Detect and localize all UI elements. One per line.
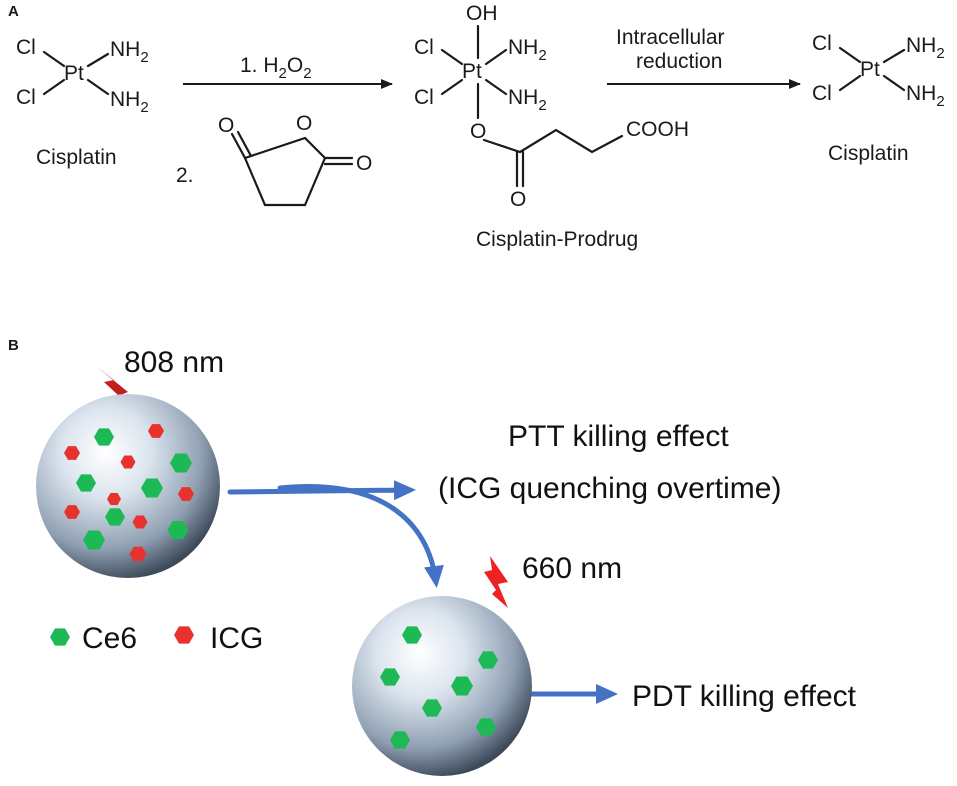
arrow-to-second-particle [277, 484, 444, 588]
cisplatin-product-structure: Cl Cl Pt NH2 NH2 [812, 32, 945, 110]
atom-nh2: NH2 [508, 36, 547, 64]
atom-cl: Cl [16, 36, 36, 59]
atom-pt: Pt [64, 62, 84, 85]
step2-label: 2. [176, 164, 194, 187]
panel-a-label: A [8, 3, 19, 20]
nanoparticle-after [352, 596, 532, 776]
pdt-effect-label: PDT killing effect [632, 680, 857, 713]
step1-label: 1. H2O2 [240, 54, 312, 82]
laser-660-label: 660 nm [522, 552, 622, 585]
nanoparticle-before [36, 394, 220, 578]
atom-pt: Pt [462, 60, 482, 83]
legend-icg-swatch [174, 626, 194, 644]
lightning-808-icon [96, 366, 148, 428]
legend-ce6-label: Ce6 [82, 622, 137, 655]
atom-nh2: NH2 [508, 86, 547, 114]
reduction-label-line2: reduction [636, 50, 722, 73]
atom-cl: Cl [414, 86, 434, 109]
atom-o: O [218, 114, 234, 137]
atom-o: O [356, 152, 372, 175]
atom-cl: Cl [414, 36, 434, 59]
laser-808-label: 808 nm [124, 346, 224, 379]
icg-quenching-label: (ICG quenching overtime) [438, 472, 781, 505]
atom-nh2: NH2 [906, 82, 945, 110]
cisplatin-reactant-structure: Cl Cl Pt NH2 NH2 [16, 36, 149, 116]
legend: Ce6 ICG [50, 622, 263, 655]
atom-nh2: NH2 [906, 34, 945, 62]
legend-icg-label: ICG [210, 622, 263, 655]
lightning-660-icon [484, 556, 508, 608]
reactant-name: Cisplatin [36, 146, 117, 169]
succinic-anhydride-structure: O O O [218, 112, 372, 207]
group-cooh: COOH [626, 118, 689, 141]
atom-cl: Cl [812, 82, 832, 105]
panel-b-label: B [8, 337, 19, 354]
atom-cl: Cl [16, 86, 36, 109]
atom-o: O [510, 188, 526, 211]
atom-nh2: NH2 [110, 88, 149, 116]
atom-o: O [470, 120, 486, 143]
atom-pt: Pt [860, 58, 880, 81]
reduction-label-line1: Intracellular [616, 26, 725, 49]
atom-nh2: NH2 [110, 38, 149, 66]
atom-oh: OH [466, 2, 498, 25]
product-name: Cisplatin [828, 142, 909, 165]
atom-o: O [296, 112, 312, 135]
legend-ce6-swatch [50, 628, 70, 646]
intermediate-name: Cisplatin-Prodrug [476, 228, 638, 251]
cisplatin-prodrug-structure: OH Cl Cl Pt NH2 NH2 O O COOH [414, 2, 689, 211]
atom-cl: Cl [812, 32, 832, 55]
ptt-effect-label: PTT killing effect [508, 420, 729, 453]
arrow-to-ptt [227, 480, 416, 501]
